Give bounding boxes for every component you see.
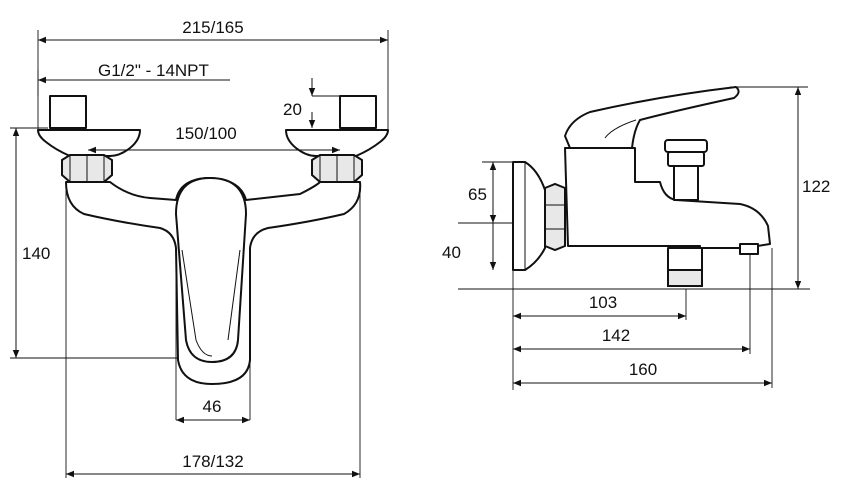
dim-eccentric-height: 20 xyxy=(283,100,302,119)
dim-outlet-distance: 103 xyxy=(589,293,617,312)
dim-spout-distance: 142 xyxy=(602,326,630,345)
front-view: 215/165 G1/2" - 14NPT 20 150/100 140 46 … xyxy=(10,18,389,478)
side-view: 65 40 122 103 142 160 xyxy=(442,86,830,390)
diverter-knob xyxy=(664,139,708,201)
dim-total-depth: 160 xyxy=(629,360,657,379)
wall-flange xyxy=(512,161,546,271)
dim-body-width: 178/132 xyxy=(182,452,243,471)
dim-center-distance: 150/100 xyxy=(175,124,236,143)
mixer-lever-side xyxy=(564,86,740,149)
dim-height: 140 xyxy=(22,244,50,263)
left-eccentric-connector xyxy=(37,95,141,183)
hex-nut xyxy=(544,182,566,252)
mixer-lever xyxy=(175,177,247,363)
dim-overall-width: 215/165 xyxy=(182,18,243,37)
dim-flange-height: 65 xyxy=(468,185,487,204)
dim-thread: G1/2" - 14NPT xyxy=(98,61,209,80)
dim-lever-width: 46 xyxy=(203,397,222,416)
mixer-body-side xyxy=(564,147,771,249)
dim-total-height: 122 xyxy=(802,177,830,196)
spout-aerator xyxy=(739,243,759,255)
shower-outlet xyxy=(667,247,703,287)
dim-flange-offset: 40 xyxy=(442,243,461,262)
